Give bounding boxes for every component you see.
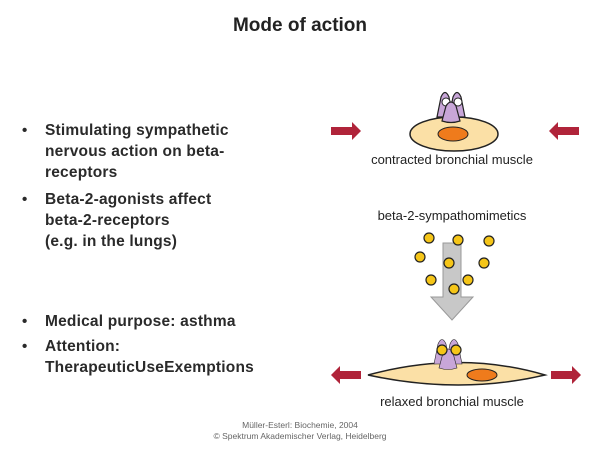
bullet-line: Beta-2-agonists affect bbox=[45, 191, 212, 208]
receptor-icon bbox=[436, 91, 466, 124]
bullet-dot-icon: • bbox=[22, 191, 28, 208]
cell-body bbox=[367, 361, 548, 386]
slide-title: Mode of action bbox=[232, 15, 368, 36]
relaxed-muscle-cell bbox=[367, 339, 548, 386]
bullet-dot-icon: • bbox=[22, 338, 28, 355]
bullet-line: (e.g. in the lungs) bbox=[45, 233, 178, 250]
ligand-dot bbox=[462, 274, 474, 286]
ligand-dot bbox=[425, 274, 437, 286]
bullet-line: nervous action on beta- bbox=[45, 143, 225, 160]
bound-ligand bbox=[436, 344, 448, 356]
ligand-dot bbox=[443, 257, 455, 269]
bullet-line: Medical purpose: asthma bbox=[45, 313, 236, 330]
bound-ligand bbox=[450, 344, 462, 356]
ligand-dot bbox=[414, 251, 426, 263]
credit-line: © Spektrum Akademischer Verlag, Heidelbe… bbox=[213, 430, 387, 441]
relaxed-muscle-label: relaxed bronchial muscle bbox=[380, 394, 524, 409]
credit-line: Müller-Esterl: Biochemie, 2004 bbox=[242, 420, 358, 430]
bullet-item: • Medical purpose: asthma bbox=[22, 311, 312, 332]
contracted-muscle-label: contracted bronchial muscle bbox=[371, 152, 533, 167]
bullet-line: beta-2-receptors bbox=[45, 212, 170, 229]
bullet-line: TherapeuticUseExemptions bbox=[45, 359, 254, 376]
arrow-left-icon bbox=[549, 122, 579, 140]
bullet-line: Stimulating sympathetic bbox=[45, 122, 229, 139]
ligand-dot bbox=[478, 257, 490, 269]
credit: Müller-Esterl: Biochemie, 2004 © Spektru… bbox=[0, 420, 600, 441]
ligand-dot bbox=[452, 234, 464, 246]
ligand-molecules bbox=[414, 232, 495, 295]
arrow-right-icon bbox=[551, 366, 581, 384]
nucleus bbox=[466, 368, 498, 382]
down-arrow-icon bbox=[429, 242, 475, 321]
bullet-item: • Beta-2-agonists affect beta-2-receptor… bbox=[22, 189, 312, 252]
arrow-left-icon bbox=[331, 366, 361, 384]
ligand-dot bbox=[423, 232, 435, 244]
contracted-muscle-cell bbox=[409, 91, 499, 152]
bullet-item: • Stimulating sympathetic nervous action… bbox=[22, 120, 312, 183]
nucleus bbox=[437, 126, 469, 142]
sympathomimetics-label: beta-2-sympathomimetics bbox=[377, 208, 527, 223]
ligand-dot bbox=[448, 283, 460, 295]
bullet-item: • Attention: TherapeuticUseExemptions bbox=[22, 336, 312, 378]
bullet-line: Attention: bbox=[45, 338, 121, 355]
arrow-right-icon bbox=[331, 122, 361, 140]
ligand-dot bbox=[483, 235, 495, 247]
bullet-dot-icon: • bbox=[22, 122, 28, 139]
bullet-line: receptors bbox=[45, 164, 118, 181]
receptor-icon bbox=[433, 339, 463, 370]
bullet-dot-icon: • bbox=[22, 313, 28, 330]
